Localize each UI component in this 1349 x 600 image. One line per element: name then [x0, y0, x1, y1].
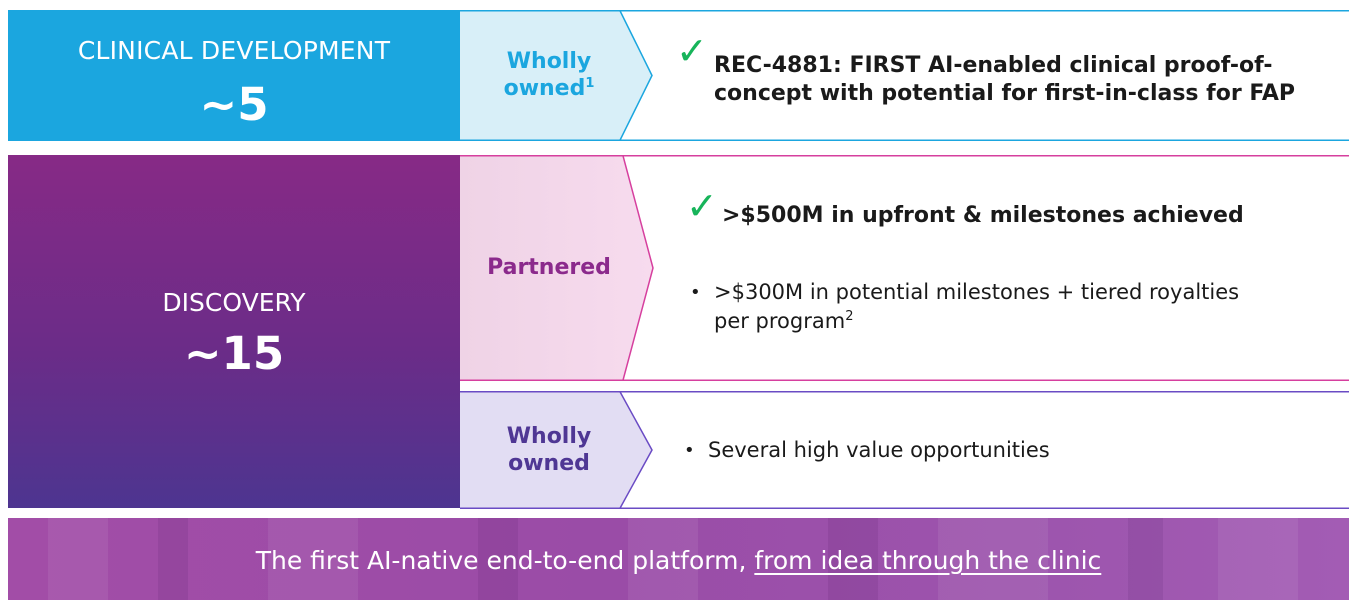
tag-line1: Wholly — [506, 49, 592, 74]
clinical-development-panel: CLINICAL DEVELOPMENT ~5 — [8, 10, 460, 141]
banner-text: The first AI-native end-to-end platform,… — [8, 546, 1349, 575]
discovery-partnered-row: Partnered ✓ >$500M in upfront & mileston… — [460, 155, 1349, 381]
clinical-development-label: CLINICAL DEVELOPMENT — [77, 36, 391, 65]
clinical-development-count: ~5 — [199, 78, 269, 131]
partnered-bullet: • >$300M in potential milestones + tiere… — [690, 278, 1240, 336]
tag-line2: owned — [508, 451, 590, 476]
discovery-wholly-owned-row: Wholly owned • Several high value opport… — [460, 391, 1349, 509]
clinical-chevron-frame — [460, 10, 1349, 141]
bullet-dot: • — [684, 440, 695, 461]
partnered-bullet-line2: per program — [714, 309, 846, 333]
partnered-bullet-line1: >$300M in potential milestones + tiered … — [714, 280, 1240, 304]
partnered-tag: Partnered — [487, 255, 611, 280]
footnote-marker: 1 — [585, 76, 595, 91]
discovery-count: ~15 — [183, 327, 285, 380]
clinical-wholly-owned-row: Wholly owned1 ✓ REC-4881: FIRST AI-enabl… — [460, 10, 1349, 141]
partnered-chevron-frame — [460, 155, 1349, 381]
partnered-headline: >$500M in upfront & milestones achieved — [722, 203, 1244, 228]
tag-line1: Wholly — [506, 424, 592, 449]
bullet-dot: • — [690, 282, 701, 303]
check-icon: ✓ — [676, 29, 708, 73]
check-icon: ✓ — [686, 184, 718, 228]
clinical-wholly-owned-tag: Wholly owned1 — [460, 48, 638, 102]
footnote-marker: 2 — [845, 309, 854, 324]
wholly-owned-bullet: • Several high value opportunities — [684, 436, 1050, 465]
discovery-label: DISCOVERY — [162, 288, 306, 317]
banner-text-underlined: from idea through the clinic — [754, 546, 1102, 575]
wholly-owned-chevron-frame — [460, 391, 1349, 509]
wholly-owned-tag: Wholly owned — [460, 423, 638, 477]
clinical-headline-line2: concept with potential for first-in-clas… — [714, 81, 1296, 106]
clinical-headline-line1: REC-4881: FIRST AI-enabled clinical proo… — [714, 53, 1273, 78]
banner-text-plain: The first AI-native end-to-end platform, — [255, 546, 755, 575]
wholly-owned-bullet-text: Several high value opportunities — [708, 438, 1050, 462]
platform-banner: The first AI-native end-to-end platform,… — [8, 518, 1349, 600]
tag-line2: owned — [503, 76, 586, 101]
discovery-panel: DISCOVERY ~15 — [8, 155, 460, 508]
clinical-headline: REC-4881: FIRST AI-enabled clinical proo… — [714, 52, 1295, 108]
